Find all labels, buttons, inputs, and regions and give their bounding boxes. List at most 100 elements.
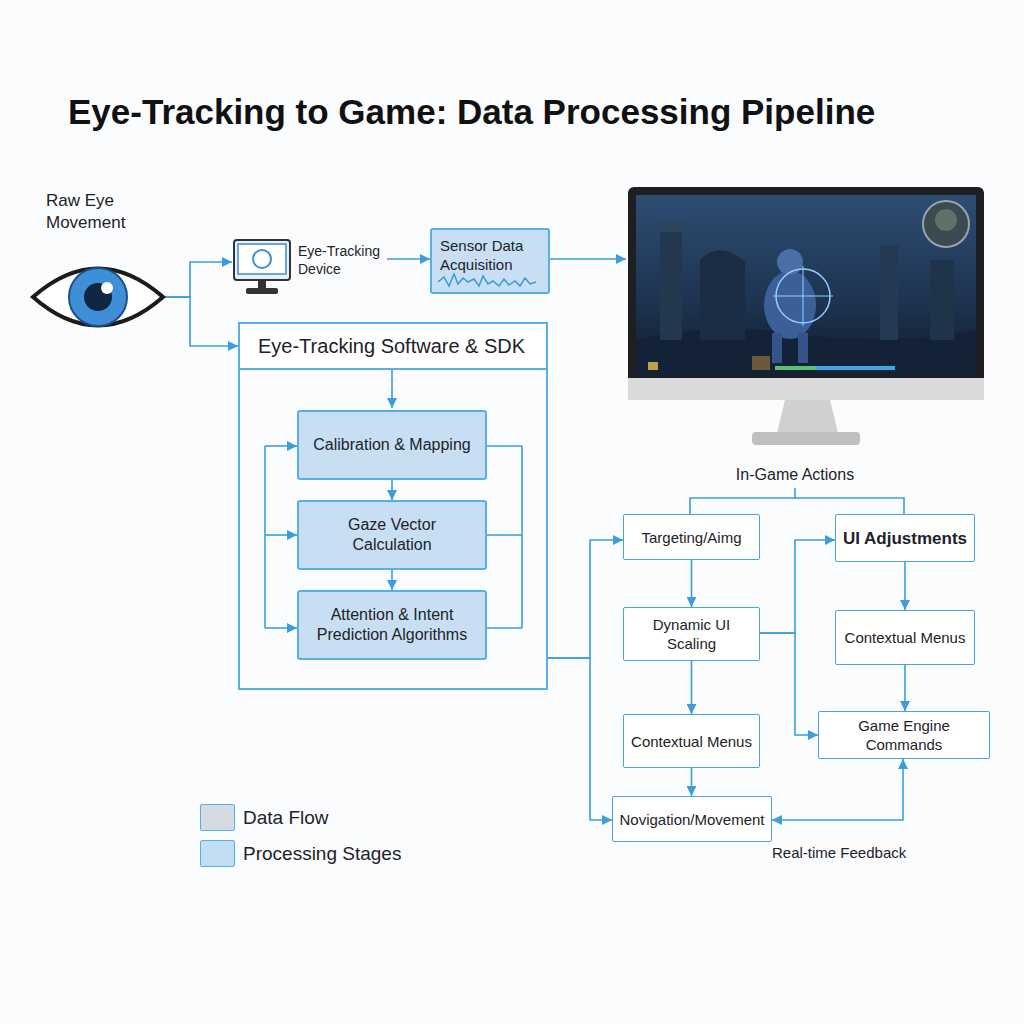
legend-swatch <box>200 804 235 831</box>
node-text: UI Adjustments <box>843 529 967 548</box>
bracket-line <box>487 445 522 447</box>
node-text: Game Engine Commands <box>825 716 983 754</box>
node-text: Sensor Data Acquisition <box>440 236 540 274</box>
bracket-arrow <box>265 445 297 447</box>
feedback-bracket <box>265 370 904 628</box>
game-pillar <box>880 245 898 340</box>
flow-connector <box>165 262 232 297</box>
monitor-base <box>752 432 860 445</box>
game-pillar <box>930 260 954 340</box>
legend-text: Data Flow <box>243 804 329 831</box>
connector-label: Real-time Feedback <box>772 844 906 861</box>
flow-connector <box>391 570 393 590</box>
group-bracket <box>690 488 904 514</box>
hud-bar <box>775 366 895 370</box>
flow-connector <box>691 661 693 714</box>
hud-icon <box>752 356 770 370</box>
device-symbol <box>253 250 271 268</box>
game-character <box>764 271 816 339</box>
game-character-head <box>777 249 803 275</box>
flow-connector <box>548 658 612 820</box>
flow-connector <box>691 560 693 607</box>
node-text: Contextual Menus <box>631 732 752 751</box>
node-text: Attention & Intent Prediction Algorithms <box>309 605 475 645</box>
action-box: Contextual Menus <box>835 610 975 665</box>
flow-arrow <box>391 370 393 408</box>
process-box: Gaze Vector Calculation <box>297 500 487 570</box>
game-ground <box>636 329 976 375</box>
sdk-container: Eye-Tracking Software & SDK Calibration &… <box>238 322 548 690</box>
hud-avatar-face <box>935 209 957 231</box>
game-pillar <box>660 230 682 340</box>
node-text: Dynamic UI Scaling <box>630 615 753 653</box>
game-pillar <box>655 222 687 232</box>
action-box: Targeting/Aimg <box>623 514 760 560</box>
game-character-leg <box>798 333 808 363</box>
hud-icon <box>648 362 658 370</box>
diagram-title: Eye-Tracking to Game: Data Processing Pi… <box>68 92 875 132</box>
action-box: UI Adjustments <box>835 514 975 562</box>
legend-text: Processing Stages <box>243 840 401 867</box>
eye-pupil <box>84 283 112 311</box>
eye-illustration <box>33 268 163 326</box>
game-character-leg <box>772 333 782 363</box>
flow-connector <box>904 562 906 610</box>
flow-connector <box>904 665 906 711</box>
device-frame <box>234 240 290 280</box>
process-box: Calibration & Mapping <box>297 410 487 480</box>
signal-wave <box>438 274 536 286</box>
eye-node: Raw Eye Movement <box>33 190 165 332</box>
eye-outline <box>33 269 163 326</box>
process-box: Sensor Data Acquisition <box>430 228 550 294</box>
gaze-crosshair <box>803 266 804 326</box>
node-text: Targeting/Aimg <box>641 528 741 547</box>
gaze-crosshair <box>776 269 830 323</box>
flow-arrow <box>550 258 626 260</box>
node-text: Contextual Menus <box>845 628 966 647</box>
bracket-line <box>521 446 523 628</box>
device-screen <box>238 244 286 274</box>
flow-connector <box>548 540 623 658</box>
process-box: Attention & Intent Prediction Algorithms <box>297 590 487 660</box>
action-box: Dynamic UI Scaling <box>623 607 760 661</box>
action-box: Novigation/Movement <box>612 796 772 842</box>
monitor-neck <box>777 400 838 433</box>
device-base <box>246 288 278 294</box>
group-label: In-Game Actions <box>715 466 875 484</box>
action-box: Contextual Menus <box>623 714 760 768</box>
game-screen <box>636 195 976 375</box>
node-text: Eye-Tracking Device <box>298 242 388 278</box>
legend-swatch <box>200 840 235 867</box>
gaze-crosshair <box>773 296 833 297</box>
flow-connector <box>387 258 430 260</box>
flow-connector <box>760 633 818 735</box>
hud-avatar <box>923 201 969 247</box>
action-box: Game Engine Commands <box>818 711 990 759</box>
device-node: Eye-Tracking Device <box>232 238 387 298</box>
node-text: Raw Eye Movement <box>46 190 146 234</box>
flow-connector <box>165 297 238 346</box>
game-ruin <box>700 250 745 340</box>
eye-highlight <box>101 282 113 294</box>
node-text: Calibration & Mapping <box>313 435 470 455</box>
node-text: Novigation/Movement <box>619 810 764 829</box>
bracket-arrow <box>265 534 297 536</box>
bracket-line <box>264 446 266 628</box>
bracket-line <box>487 534 522 536</box>
flow-connector <box>772 759 903 820</box>
flow-connector <box>691 768 693 796</box>
flow-connector <box>391 480 393 500</box>
flow-connector <box>760 540 835 633</box>
bracket-arrow <box>265 627 297 629</box>
eye-iris <box>69 268 127 326</box>
node-text: Gaze Vector Calculation <box>309 515 475 555</box>
hud-bar <box>775 366 815 370</box>
bracket-line <box>487 627 522 629</box>
monitor-chin <box>628 378 984 400</box>
game-monitor <box>628 187 984 445</box>
monitor-bezel <box>628 187 984 400</box>
node-text: Eye-Tracking Software & SDK <box>240 324 546 370</box>
